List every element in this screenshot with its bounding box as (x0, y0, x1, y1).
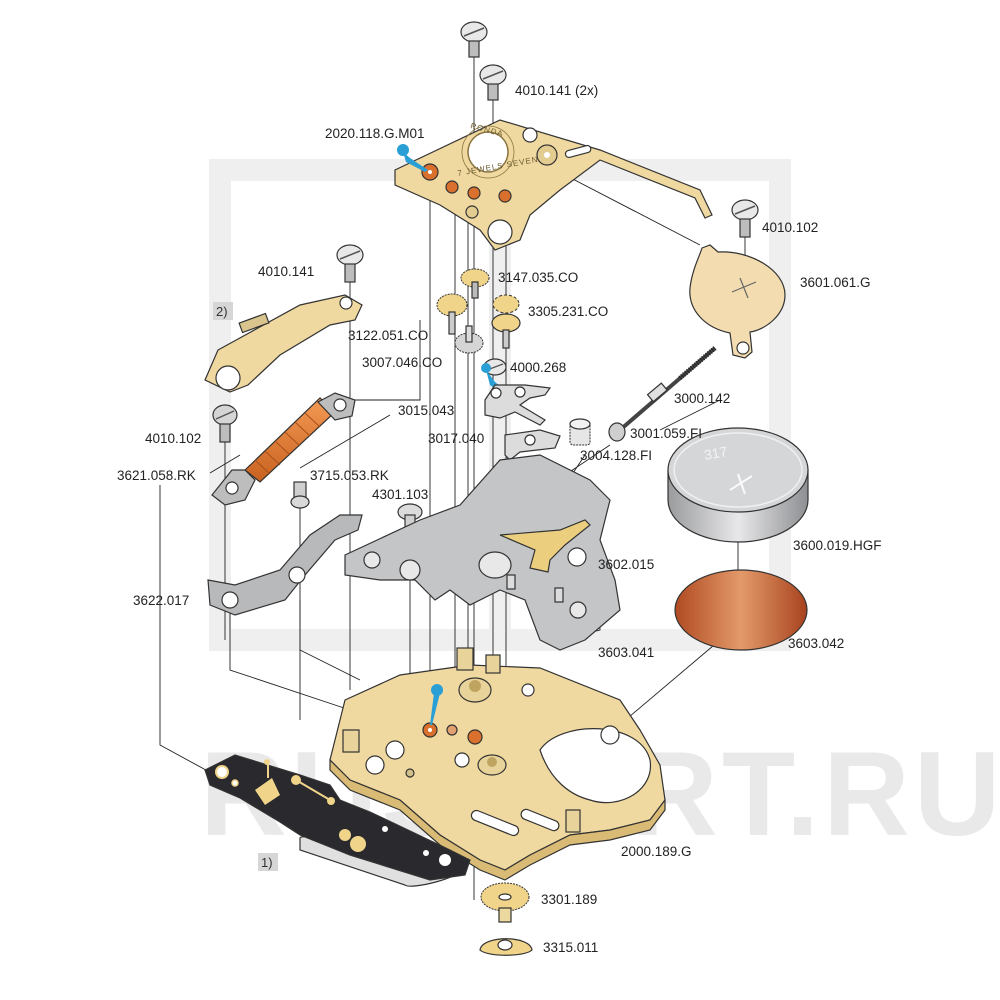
label-3004-128-fi: 3004.128.FI (580, 448, 652, 463)
label-4010-141: 4010.141 (258, 264, 314, 279)
label-3602-015: 3602.015 (598, 557, 654, 572)
label-3600-019-hgf: 3600.019.HGF (793, 538, 882, 553)
wheel-3147[interactable] (460, 268, 490, 299)
lubrication-marker-icon (397, 144, 428, 172)
screw-top-1[interactable] (460, 21, 488, 58)
callout-1: 1) (258, 853, 278, 871)
wheel-3305[interactable] (491, 294, 521, 349)
battery-marking: 317 (703, 443, 729, 463)
winding-pinion[interactable] (569, 418, 591, 446)
insulator[interactable] (674, 569, 808, 651)
label-4010-102-clamp: 4010.102 (762, 220, 818, 235)
label-3601-061-g: 3601.061.G (800, 275, 871, 290)
label-3305-231-co: 3305.231.CO (528, 304, 608, 319)
label-3001-059-fi: 3001.059.FI (630, 426, 702, 441)
rotor[interactable] (290, 481, 310, 509)
label-3007-046-co: 3007.046.CO (362, 355, 442, 370)
hour-wheel[interactable] (480, 882, 530, 923)
label-3603-041: 3603.041 (598, 645, 654, 660)
label-3147-035-co: 3147.035.CO (498, 270, 578, 285)
battery-clamp[interactable] (689, 244, 786, 359)
label-4000-268: 4000.268 (510, 360, 566, 375)
stator[interactable] (207, 514, 363, 616)
label-3715-053-rk: 3715.053.RK (310, 468, 389, 483)
svg-text:2): 2) (216, 304, 228, 319)
coil-hold-plate[interactable] (204, 294, 363, 393)
winding-stem[interactable] (618, 346, 717, 432)
label-2020-118-g-m01: 2020.118.G.M01 (325, 126, 425, 141)
label-3622-017: 3622.017 (133, 593, 189, 608)
label-2000-189-g: 2000.189.G (621, 844, 692, 859)
label-3301-189: 3301.189 (541, 892, 597, 907)
wheel-3007[interactable] (454, 325, 484, 354)
coil[interactable] (211, 392, 356, 506)
battery[interactable]: 317 (667, 427, 809, 543)
svg-text:1): 1) (261, 855, 273, 870)
label-3122-051-co: 3122.051.CO (348, 328, 428, 343)
label-3621-058-rk: 3621.058.RK (117, 468, 196, 483)
label-3015-043: 3015.043 (398, 403, 454, 418)
setting-lever[interactable] (484, 384, 552, 426)
label-3603-042: 3603.042 (788, 636, 844, 651)
label-3017-040: 3017.040 (428, 431, 484, 446)
main-plate[interactable] (329, 647, 666, 881)
spring-washer[interactable] (479, 938, 533, 956)
label-4010-141-2x: 4010.141 (2x) (515, 83, 598, 98)
clutch-wheel[interactable] (608, 422, 626, 442)
lubrication-marker-icon (430, 684, 443, 725)
coil-plate-screw[interactable] (336, 244, 364, 283)
train-wheel-bridge[interactable]: RONDA 7 JEWELS SEVEN (394, 119, 713, 251)
setting-bridge[interactable] (344, 454, 621, 651)
yoke-lever[interactable] (504, 429, 561, 461)
screw-top-2[interactable] (479, 64, 507, 101)
contact-spring[interactable] (499, 519, 591, 573)
part-labels: 4010.141 (2x) 2020.118.G.M01 4010.102 36… (117, 83, 882, 955)
coil-screw[interactable] (212, 404, 238, 443)
label-4301-103: 4301.103 (372, 487, 428, 502)
callout-2: 2) (213, 302, 233, 320)
battery-clamp-screw[interactable] (731, 199, 759, 238)
label-3000-142: 3000.142 (674, 391, 730, 406)
circuit-board[interactable] (204, 754, 471, 887)
label-3315-011: 3315.011 (543, 940, 598, 955)
wheel-3122[interactable] (436, 293, 468, 335)
label-4010-102-coil: 4010.102 (145, 431, 201, 446)
